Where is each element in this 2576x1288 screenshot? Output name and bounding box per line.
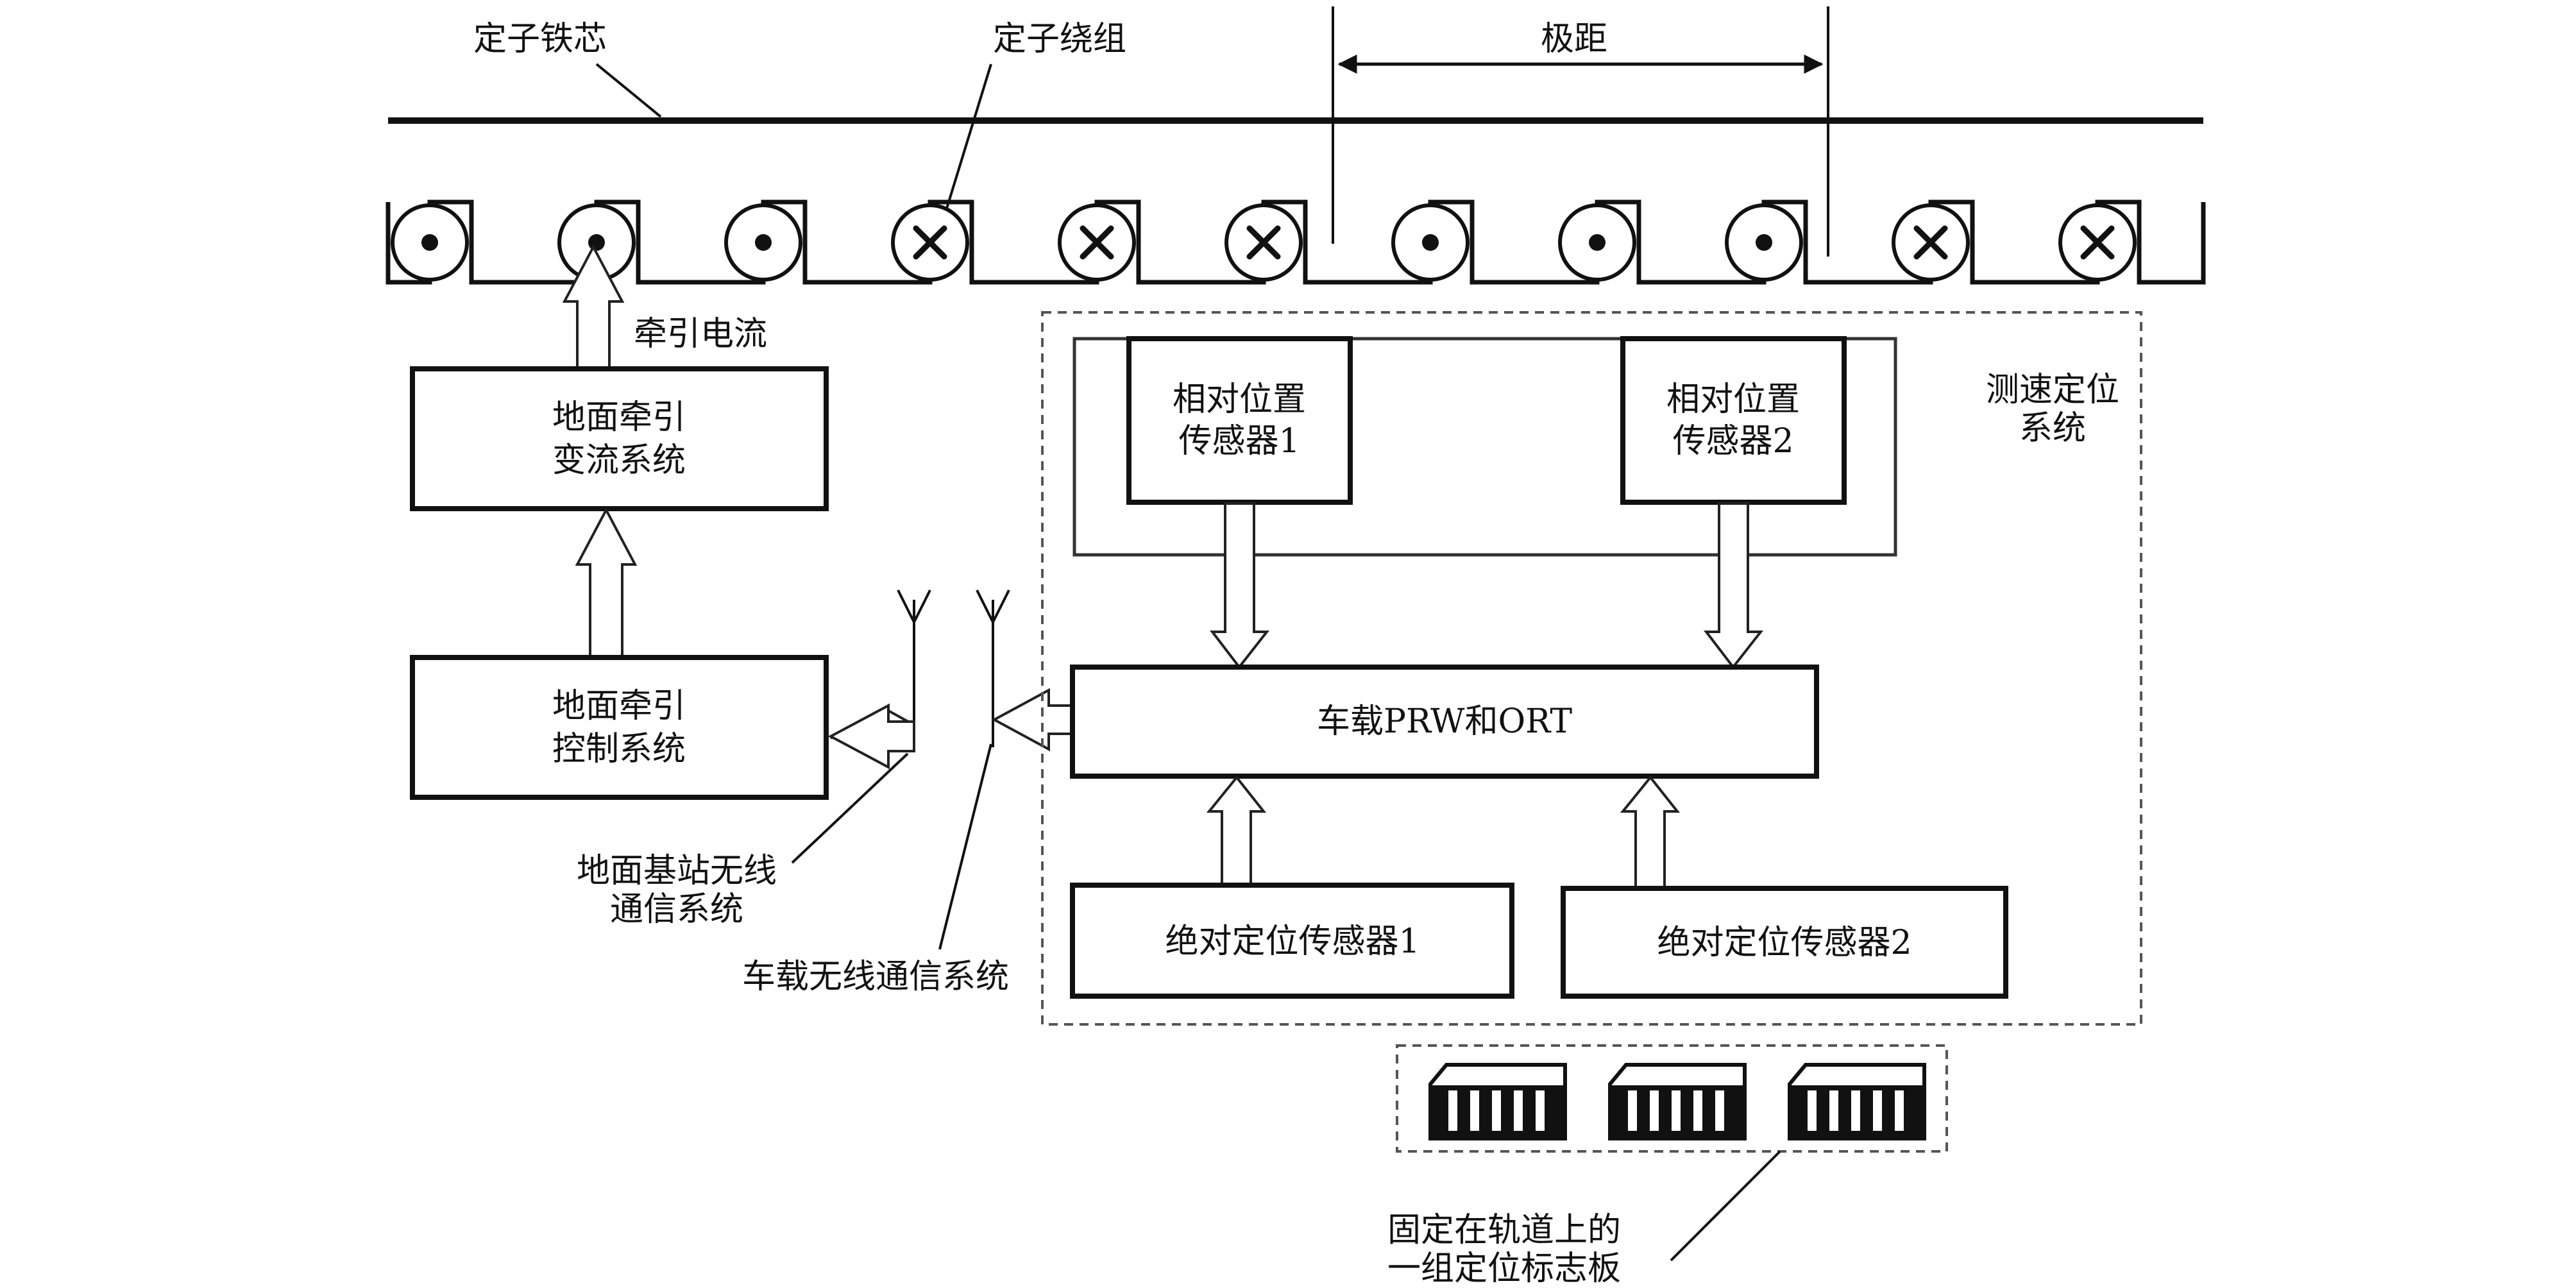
- winding-cross-coil: [1224, 203, 1303, 282]
- relative-sensor-1-box: [1126, 336, 1353, 505]
- marker-plate: [1428, 1063, 1567, 1140]
- stator-slot-profile: [386, 199, 2206, 285]
- control-box: [410, 655, 829, 800]
- relative-sensor-2-line1: 相对位置: [1666, 380, 1800, 419]
- absolute-sensor-2-label: 绝对定位传感器2: [1657, 924, 1911, 962]
- converter-box: [410, 366, 829, 511]
- pole-pitch-label: 极距: [1541, 20, 1607, 58]
- winding-cross-coil: [2058, 203, 2137, 282]
- traction-current-arrow: [562, 244, 625, 370]
- ground-base-station-label-2: 通信系统: [610, 890, 743, 929]
- speed-positioning-label-2: 系统: [2019, 409, 2086, 448]
- absolute-sensor-2-box: [1561, 886, 2008, 999]
- winding-dot-coil: [1391, 203, 1470, 282]
- stator-winding-label: 定子绕组: [993, 20, 1126, 58]
- converter-box-line1: 地面牵引: [552, 398, 686, 437]
- onboard-antenna-leader: [938, 743, 992, 950]
- onboard-antenna-icon: [976, 589, 1010, 747]
- sensor-1-to-prw-arrow: [1209, 502, 1270, 670]
- winding-dot-coil: [1725, 203, 1803, 282]
- winding-dot-coil: [391, 203, 469, 282]
- winding-dot-coil: [724, 203, 802, 282]
- abs-sensor-2-to-prw-arrow: [1620, 775, 1681, 890]
- ground-antenna-leader: [791, 752, 909, 864]
- converter-box-line2: 变流系统: [552, 441, 686, 480]
- marker-plate: [1788, 1063, 1926, 1140]
- absolute-sensor-1-label: 绝对定位传感器1: [1165, 922, 1419, 961]
- stator-core-leader: [595, 63, 662, 118]
- abs-sensor-1-to-prw-arrow: [1206, 775, 1267, 886]
- winding-cross-coil: [1058, 203, 1136, 282]
- stator-winding-leader: [945, 64, 992, 211]
- ground-base-station-label-1: 地面基站无线: [577, 852, 777, 890]
- ground-antenna-to-control-arrow-body: [827, 703, 915, 770]
- prw-to-onboard-antenna-arrow: [991, 688, 1074, 752]
- control-to-converter-arrow: [575, 507, 638, 659]
- traction-current-label: 牵引电流: [634, 315, 767, 353]
- winding-dot-coil: [1558, 203, 1636, 282]
- prw-ort-label: 车载PRW和ORT: [1317, 702, 1572, 741]
- winding-cross-coil: [1892, 203, 1970, 282]
- winding-cross-coil: [891, 203, 969, 282]
- relative-sensor-2-box: [1620, 336, 1847, 505]
- onboard-wireless-label: 车载无线通信系统: [742, 958, 1009, 996]
- prw-ort-box: [1070, 665, 1819, 779]
- fixed-markers-label-1: 固定在轨道上的: [1387, 1211, 1621, 1250]
- stator-core-label: 定子铁芯: [473, 20, 607, 58]
- speed-positioning-label-1: 测速定位: [1986, 371, 2119, 409]
- relative-sensor-1-line2: 传感器1: [1178, 422, 1300, 461]
- marker-plates-frame: [1396, 1044, 1948, 1153]
- stator-windings: [391, 203, 2137, 282]
- relative-sensor-1-line1: 相对位置: [1173, 380, 1306, 419]
- absolute-sensor-1-box: [1070, 883, 1514, 999]
- marker-plate: [1608, 1063, 1747, 1140]
- marker-plates-leader: [1670, 1150, 1781, 1262]
- control-box-line1: 地面牵引: [552, 687, 686, 725]
- relative-sensor-link-frame: [1072, 337, 1897, 557]
- fixed-markers-label-2: 一组定位标志板: [1387, 1250, 1621, 1288]
- marker-plates: [1428, 1063, 1926, 1140]
- control-box-line2: 控制系统: [552, 730, 686, 768]
- sensor-2-to-prw-arrow: [1703, 502, 1764, 670]
- speed-positioning-system-frame: [1041, 311, 2142, 1026]
- relative-sensor-2-line2: 传感器2: [1672, 422, 1793, 461]
